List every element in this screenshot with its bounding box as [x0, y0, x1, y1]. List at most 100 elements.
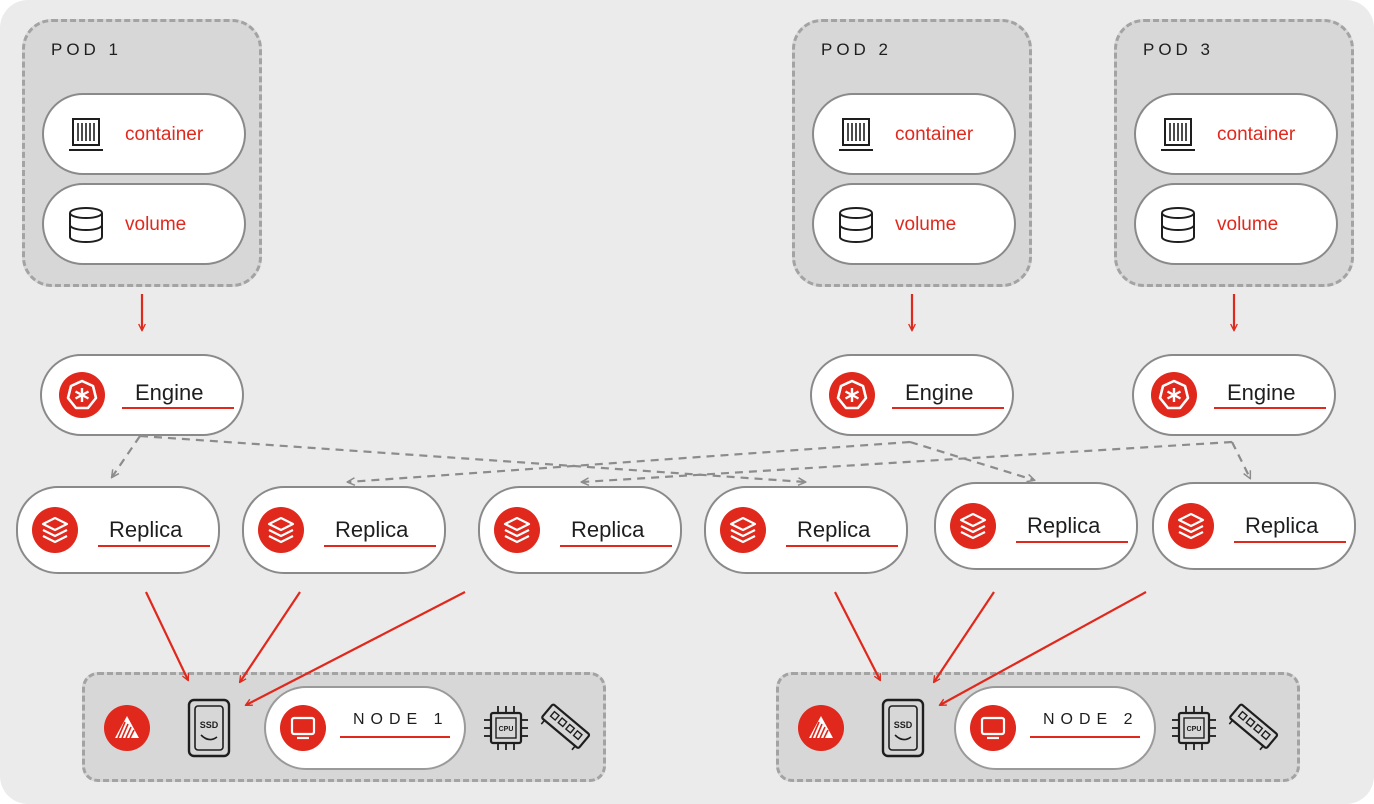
node-1: SSD NODE 1 CPU: [82, 672, 606, 782]
engine-pill: Engine: [1132, 354, 1336, 436]
rancher-mountain-icon: [115, 716, 139, 739]
volume-label: volume: [895, 214, 957, 235]
ssd-label: SSD: [894, 720, 913, 730]
ram-memory-icon: [1228, 703, 1279, 751]
volume-pill: volume: [1134, 183, 1338, 265]
replica-to-ssd-arrow: [834, 591, 880, 680]
engine-underline: [892, 407, 1004, 409]
replica-badge: [494, 507, 540, 553]
replica-underline: [324, 545, 436, 547]
kubernetes-helm-icon: [1158, 379, 1190, 410]
replica-label: Replica: [797, 517, 871, 542]
engine-to-replica-arrow: [139, 434, 805, 482]
engine-to-replica-arrow: [1231, 441, 1250, 478]
container-pill: container: [1134, 93, 1338, 175]
replica-pill: Replica: [1152, 482, 1356, 570]
engine-badge: [59, 372, 105, 418]
monitor-badge: [280, 705, 326, 751]
cpu-chip-icon: CPU: [484, 706, 528, 750]
engine-badge: [829, 372, 875, 418]
replica-badge: [258, 507, 304, 553]
monitor-icon: [980, 716, 1006, 740]
pod-title: POD 3: [1143, 40, 1215, 59]
layers-icon: [41, 516, 69, 544]
container-pill: container: [42, 93, 246, 175]
engine-to-replica-arrow: [909, 440, 1034, 480]
replica-pill: Replica: [934, 482, 1138, 570]
layers-icon: [267, 516, 295, 544]
rancher-badge: [104, 705, 150, 751]
replica-pill: Replica: [704, 486, 908, 574]
node-label: NODE 2: [1043, 711, 1139, 728]
engine-label: Engine: [1227, 380, 1296, 405]
monitor-badge: [970, 705, 1016, 751]
pod-1: POD 1 container volume: [22, 19, 262, 287]
ram-memory-icon: [540, 703, 591, 751]
replica-to-ssd-arrow: [934, 591, 995, 682]
replica-pill: Replica: [242, 486, 446, 574]
layers-icon: [959, 512, 987, 540]
rancher-badge: [798, 705, 844, 751]
container-label: container: [895, 124, 974, 145]
ssd-drive-icon: SSD: [881, 698, 925, 758]
layers-icon: [503, 516, 531, 544]
replica-to-ssd-arrow: [246, 591, 466, 705]
kubernetes-helm-icon: [836, 379, 868, 410]
container-pill: container: [812, 93, 1016, 175]
replica-label: Replica: [571, 517, 645, 542]
engine-label: Engine: [905, 380, 974, 405]
replica-underline: [560, 545, 672, 547]
volume-pill: volume: [42, 183, 246, 265]
cpu-label: CPU: [1187, 726, 1202, 733]
engine-underline: [1214, 407, 1326, 409]
kubernetes-helm-icon: [66, 379, 98, 410]
container-label: container: [1217, 124, 1296, 145]
node-2: SSD NODE 2 CPU: [776, 672, 1300, 782]
container-icon: [839, 118, 873, 151]
replica-badge: [32, 507, 78, 553]
database-icon: [839, 207, 873, 243]
database-icon: [69, 207, 103, 243]
pod-title: POD 1: [51, 40, 123, 59]
container-icon: [1161, 118, 1195, 151]
pod-title: POD 2: [821, 40, 893, 59]
layers-icon: [729, 516, 757, 544]
engine-pill: Engine: [40, 354, 244, 436]
engine-to-replica-arrow: [112, 435, 141, 477]
replica-pill: Replica: [16, 486, 220, 574]
engine-underline: [122, 407, 234, 409]
node-underline: [1030, 736, 1140, 738]
volume-label: volume: [125, 214, 187, 235]
ssd-label: SSD: [200, 720, 219, 730]
replica-badge: [950, 503, 996, 549]
node-pill: NODE 2: [954, 686, 1156, 770]
replica-label: Replica: [1245, 513, 1319, 538]
replica-label: Replica: [109, 517, 183, 542]
monitor-icon: [290, 716, 316, 740]
replica-to-ssd-arrow: [240, 591, 301, 682]
replica-badge: [1168, 503, 1214, 549]
replica-badge: [720, 507, 766, 553]
replica-pill: Replica: [478, 486, 682, 574]
engine-to-replica-arrow: [348, 440, 911, 482]
replica-underline: [1234, 541, 1346, 543]
layers-icon: [1177, 512, 1205, 540]
node-underline: [340, 736, 450, 738]
volume-label: volume: [1217, 214, 1279, 235]
replica-underline: [98, 545, 210, 547]
rancher-mountain-icon: [809, 716, 833, 739]
database-icon: [1161, 207, 1195, 243]
ssd-drive-icon: SSD: [187, 698, 231, 758]
replica-to-ssd-arrow: [145, 591, 188, 680]
cpu-chip-icon: CPU: [1172, 706, 1216, 750]
pod-2: POD 2 container volume: [792, 19, 1032, 287]
engine-to-replica-arrow: [582, 440, 1233, 482]
node-pill: NODE 1: [264, 686, 466, 770]
container-icon: [69, 118, 103, 151]
replica-to-ssd-arrow: [940, 591, 1147, 705]
container-label: container: [125, 124, 204, 145]
node-label: NODE 1: [353, 711, 449, 728]
volume-pill: volume: [812, 183, 1016, 265]
